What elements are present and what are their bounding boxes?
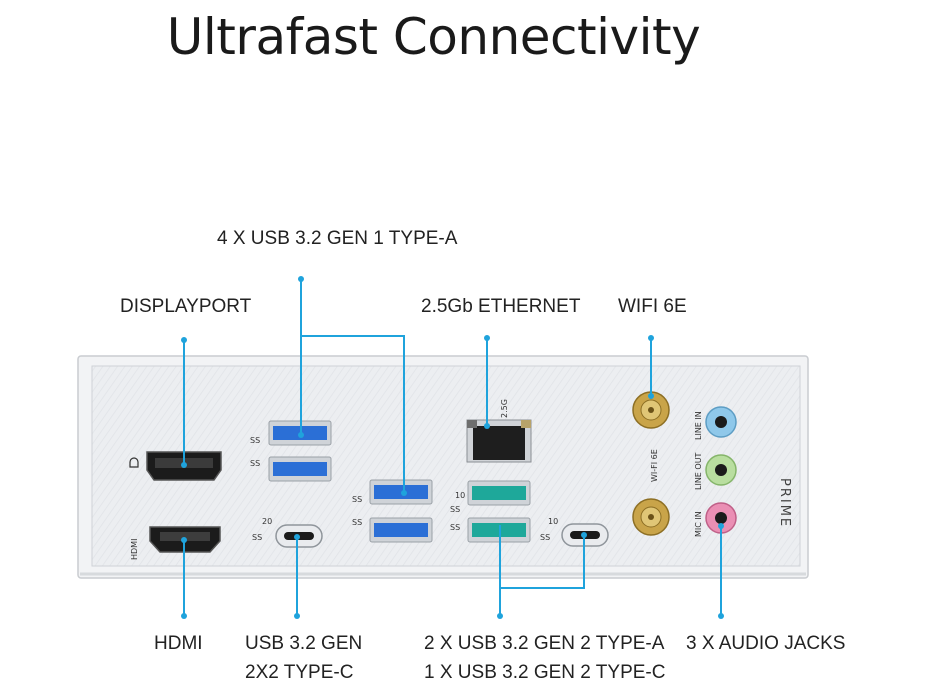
ss-logo: SS: [250, 436, 260, 445]
ss-logo: SS: [540, 533, 550, 542]
label-wifi: WIFI 6E: [618, 296, 687, 317]
ss-logo: SS: [352, 495, 362, 504]
page-title: Ultrafast Connectivity: [166, 8, 701, 66]
label-displayport: DISPLAYPORT: [120, 296, 252, 317]
audio-jack-mic-in: [705, 502, 737, 534]
label-usb-2x2-line1: USB 3.2 GEN: [245, 633, 363, 654]
line-out-label: LINE OUT: [694, 452, 703, 490]
line-in-label: LINE IN: [694, 411, 703, 440]
ethernet-panel-label: 2.5G: [500, 399, 509, 418]
ethernet-port: [466, 419, 532, 463]
label-usb-gen2-line2: 1 X USB 3.2 GEN 2 TYPE-C: [424, 662, 666, 683]
ss-logo: SS: [252, 533, 262, 542]
usb-gen1-port: [369, 479, 433, 505]
usb-gen2-port: [467, 480, 531, 506]
wifi-antenna-connector: [632, 391, 670, 429]
label-ethernet: 2.5Gb ETHERNET: [421, 296, 581, 317]
ss-10-mark: 10: [548, 517, 558, 526]
hdmi-panel-label: HDMI: [130, 539, 139, 560]
wifi-panel-label: WI-FI 6E: [650, 449, 659, 482]
audio-jack-line-in: [705, 406, 737, 438]
label-usb-2x2-line2: 2X2 TYPE-C: [245, 662, 354, 683]
brand-mark: PRIME: [777, 478, 792, 528]
ss-10-mark: 10: [455, 491, 465, 500]
mic-in-label: MIC IN: [694, 511, 703, 537]
label-audio: 3 X AUDIO JACKS: [686, 633, 846, 654]
label-hdmi: HDMI: [154, 633, 203, 654]
label-usb-gen2-line1: 2 X USB 3.2 GEN 2 TYPE-A: [424, 633, 665, 654]
callout-dots: [181, 276, 724, 619]
displayport-icon: [129, 457, 139, 468]
ss-logo: SS: [450, 523, 460, 532]
callout-lines: [183, 279, 722, 616]
audio-jack-line-out: [705, 454, 737, 486]
ss-logo: SS: [250, 459, 260, 468]
wifi-antenna-connector: [632, 498, 670, 536]
usb-gen1-port: [268, 456, 332, 482]
ss-logo: SS: [352, 518, 362, 527]
label-usb-gen1: 4 X USB 3.2 GEN 1 TYPE-A: [217, 228, 458, 249]
ss-logo: SS: [450, 505, 460, 514]
ss-20-mark: 20: [262, 517, 272, 526]
usb-gen1-port: [369, 517, 433, 543]
